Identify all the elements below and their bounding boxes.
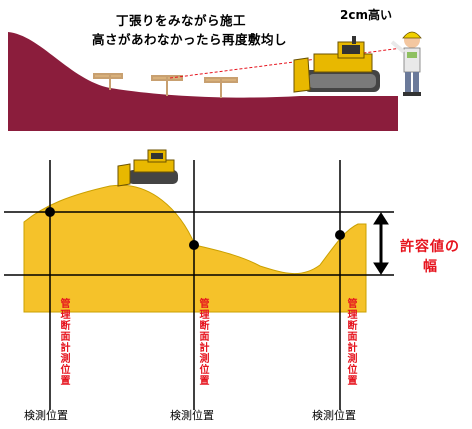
bulldozer-top [293, 36, 380, 93]
tolerance-label-line-2: 幅 [423, 259, 438, 275]
stake-2 [151, 75, 183, 96]
section-bottom-label-2: 検測位置 [170, 409, 214, 422]
section-bottom-label-1: 検測位置 [24, 409, 68, 422]
section-vertical-label-2: 管理断面計測位置 [197, 298, 208, 386]
measure-point-2 [189, 240, 199, 250]
ground-embankment [8, 32, 398, 131]
height-note: 2cm高い [340, 8, 392, 22]
measure-point-3 [335, 230, 345, 240]
section-bottom-label-3: 検測位置 [312, 409, 356, 422]
survey-stakes [93, 73, 238, 98]
tolerance-label-line-1: 許容値の [400, 239, 460, 255]
section-vertical-label-1: 管理断面計測位置 [58, 298, 69, 386]
tolerance-arrow [373, 212, 389, 275]
section-vertical-label-3: 管理断面計測位置 [345, 298, 356, 386]
bulldozer-bottom [117, 149, 178, 187]
surveyor-worker [390, 31, 422, 96]
stake-1 [93, 73, 123, 90]
sight-line [169, 47, 403, 79]
caption-line-1: 丁張りをみながら施工 [116, 13, 247, 28]
caption-line-2: 高さがあわなかったら再度敷均し [92, 32, 288, 47]
stake-3 [204, 77, 238, 98]
measure-point-1 [45, 207, 55, 217]
